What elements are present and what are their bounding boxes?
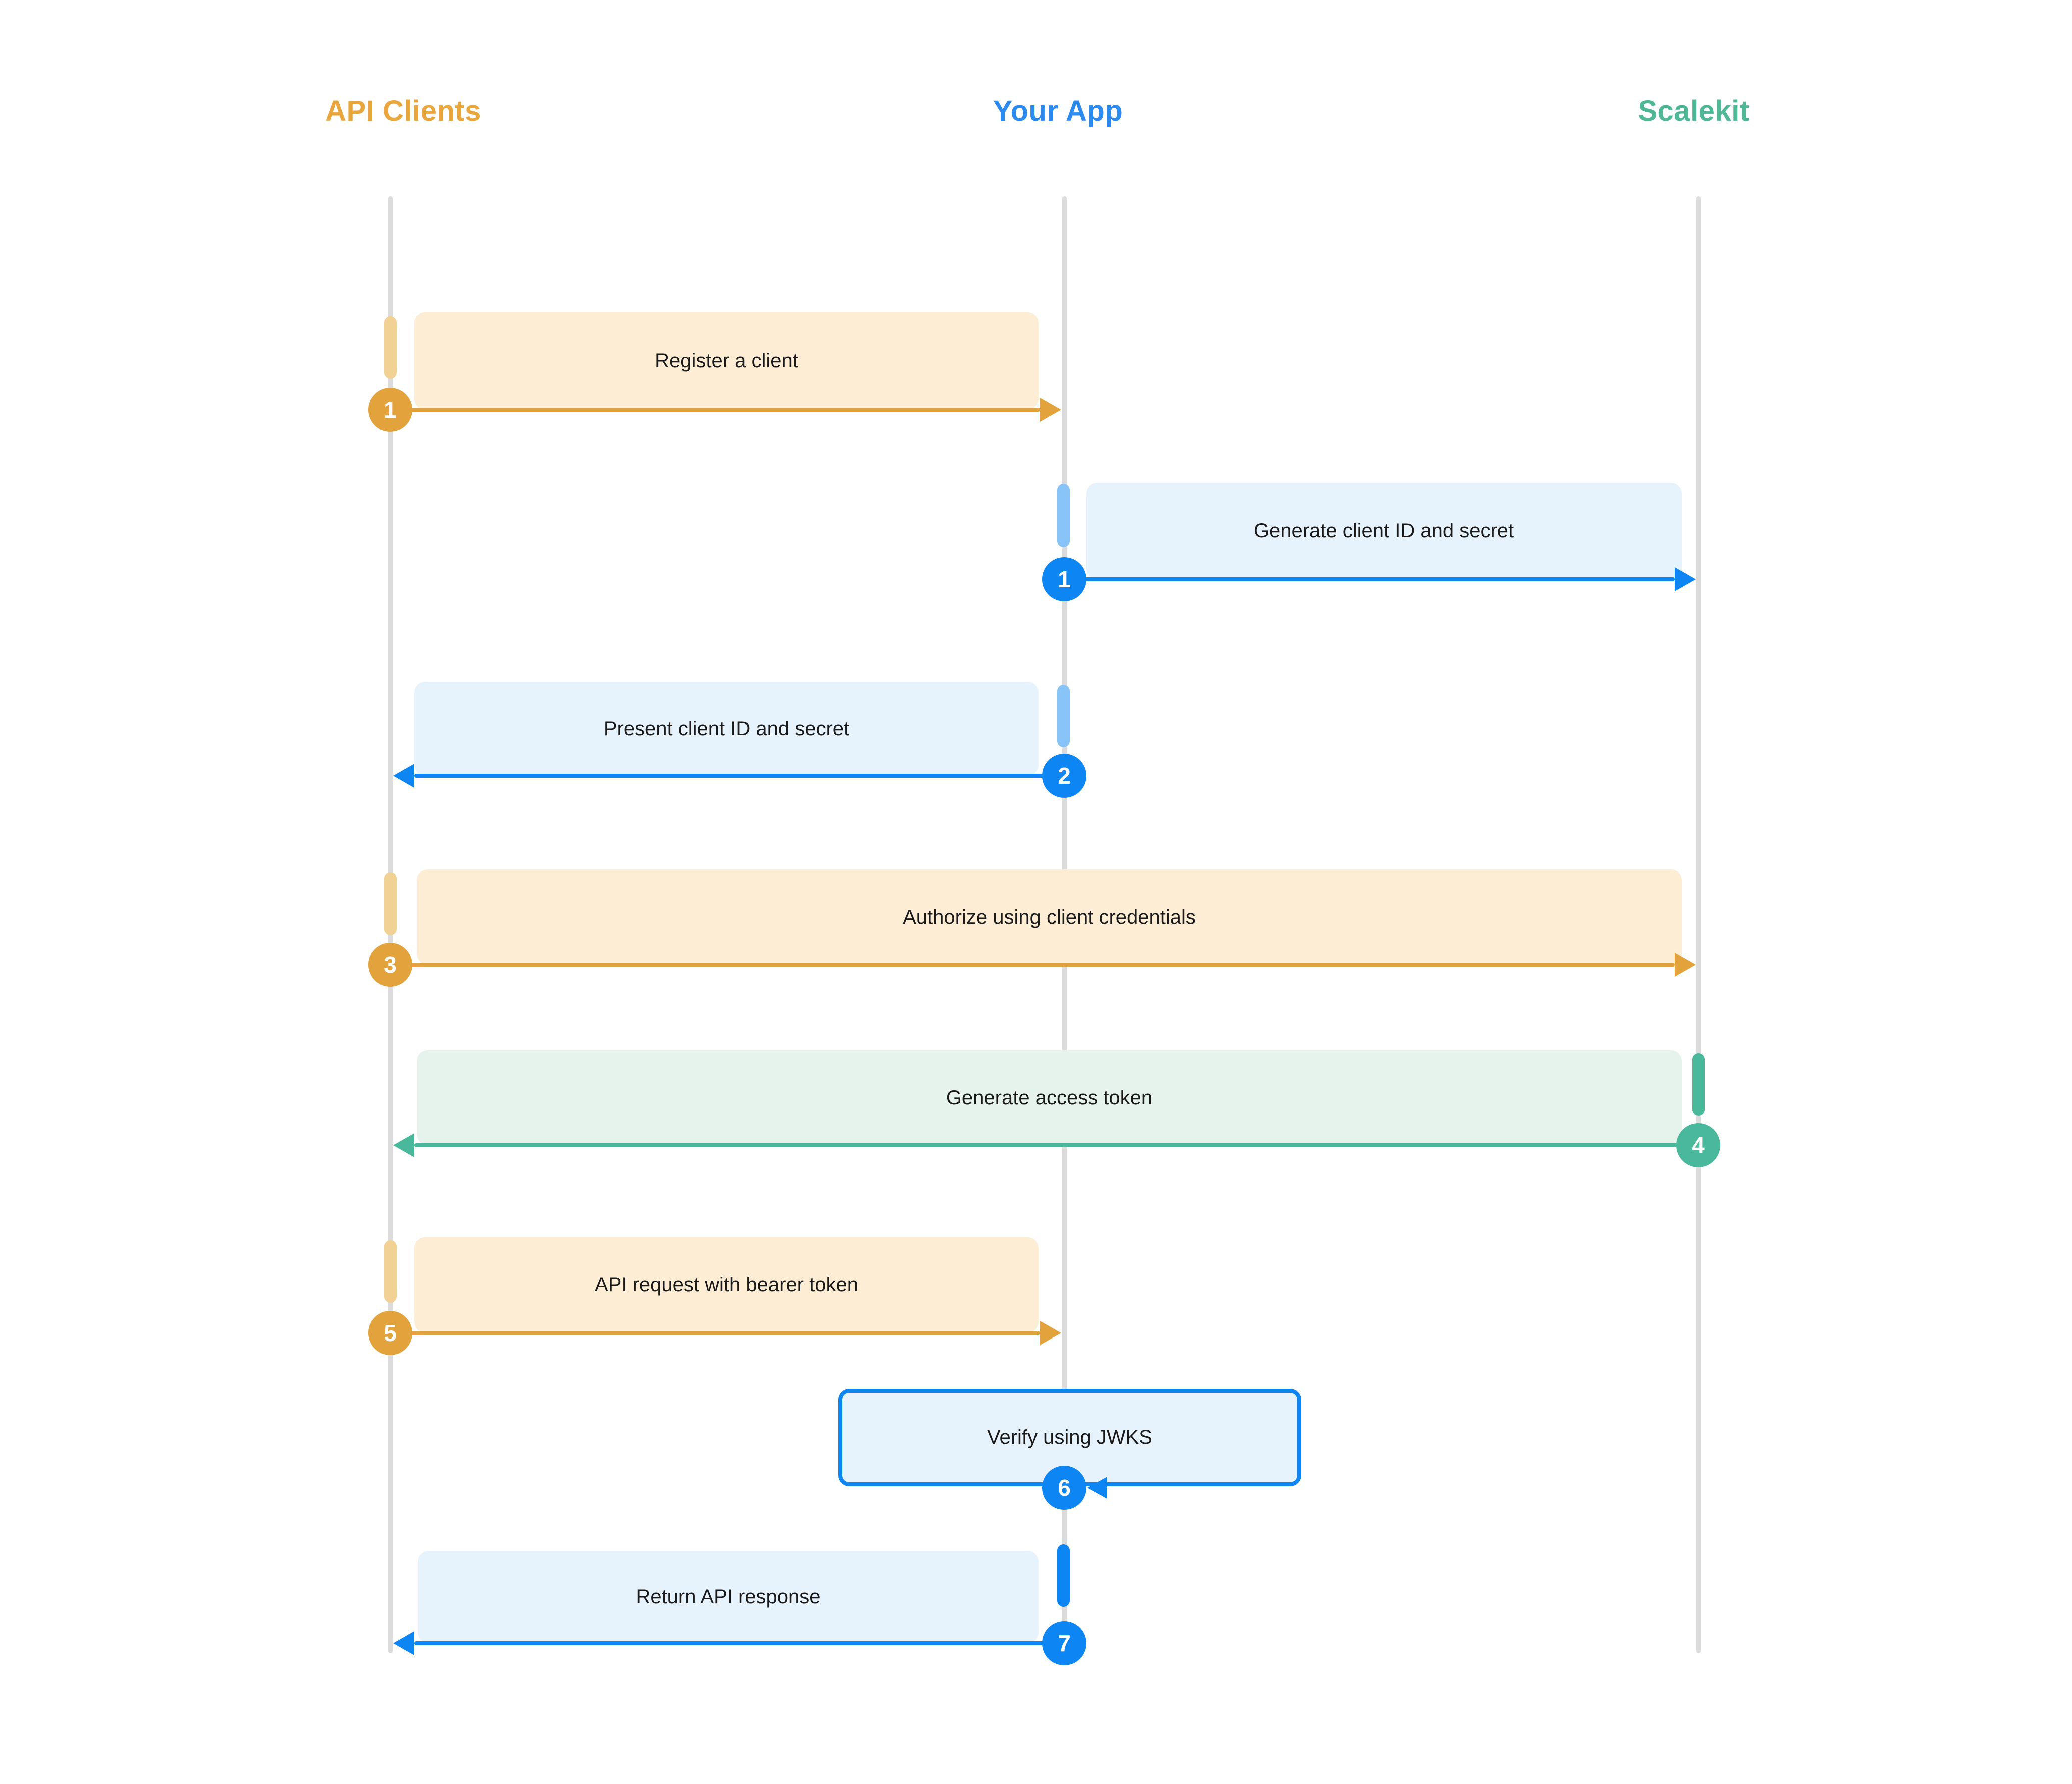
step-badge: 3 [368, 943, 412, 987]
message-label: Present client ID and secret [603, 717, 850, 740]
actor-label-scalekit: Scalekit [1638, 95, 1750, 127]
step-badge: 5 [368, 1311, 412, 1355]
arrowhead-left-icon [1087, 1477, 1107, 1499]
message-label: Generate access token [946, 1086, 1153, 1109]
actor-label-your-app: Your App [993, 95, 1123, 127]
message-arrow [414, 1143, 1698, 1147]
message-box-generate-client-id: Generate client ID and secret [1086, 483, 1682, 579]
lifeline-scalekit [1696, 196, 1701, 1653]
activation-bar [1692, 1053, 1705, 1116]
message-arrow [390, 963, 1675, 967]
arrowhead-left-icon [393, 1133, 414, 1157]
message-label: Authorize using client credentials [903, 906, 1196, 928]
arrowhead-left-icon [393, 764, 414, 788]
arrowhead-right-icon [1040, 398, 1061, 422]
activation-bar [1057, 1544, 1070, 1607]
step-badge: 1 [1042, 557, 1086, 601]
activation-bar [384, 316, 397, 379]
arrowhead-right-icon [1040, 1321, 1061, 1345]
message-arrow [414, 774, 1064, 778]
activation-bar [1057, 685, 1070, 747]
message-label: Register a client [655, 350, 798, 372]
message-label: Verify using JWKS [987, 1426, 1152, 1448]
actor-label-api-clients: API Clients [325, 95, 481, 127]
message-box-present-client-id: Present client ID and secret [414, 682, 1039, 776]
message-box-authorize-credentials: Authorize using client credentials [417, 869, 1682, 965]
message-arrow [414, 1641, 1064, 1645]
step-badge: 4 [1676, 1123, 1720, 1167]
arrowhead-right-icon [1675, 953, 1696, 977]
activation-bar [1057, 484, 1070, 547]
message-label: Return API response [636, 1586, 821, 1608]
activation-bar [384, 872, 397, 935]
message-box-api-request: API request with bearer token [414, 1237, 1039, 1333]
message-box-return-response: Return API response [418, 1551, 1039, 1643]
message-label: API request with bearer token [595, 1274, 858, 1296]
message-label: Generate client ID and secret [1253, 520, 1514, 542]
arrowhead-right-icon [1675, 567, 1696, 591]
message-box-generate-access-token: Generate access token [417, 1050, 1682, 1145]
step-badge: 6 [1042, 1466, 1086, 1510]
step-badge: 2 [1042, 754, 1086, 798]
message-box-register-client: Register a client [414, 312, 1039, 410]
message-arrow [390, 408, 1040, 412]
activation-bar [384, 1240, 397, 1303]
message-arrow [1064, 577, 1675, 581]
step-badge: 1 [368, 388, 412, 432]
arrowhead-left-icon [393, 1631, 414, 1655]
message-arrow [390, 1331, 1040, 1335]
step-badge: 7 [1042, 1621, 1086, 1665]
